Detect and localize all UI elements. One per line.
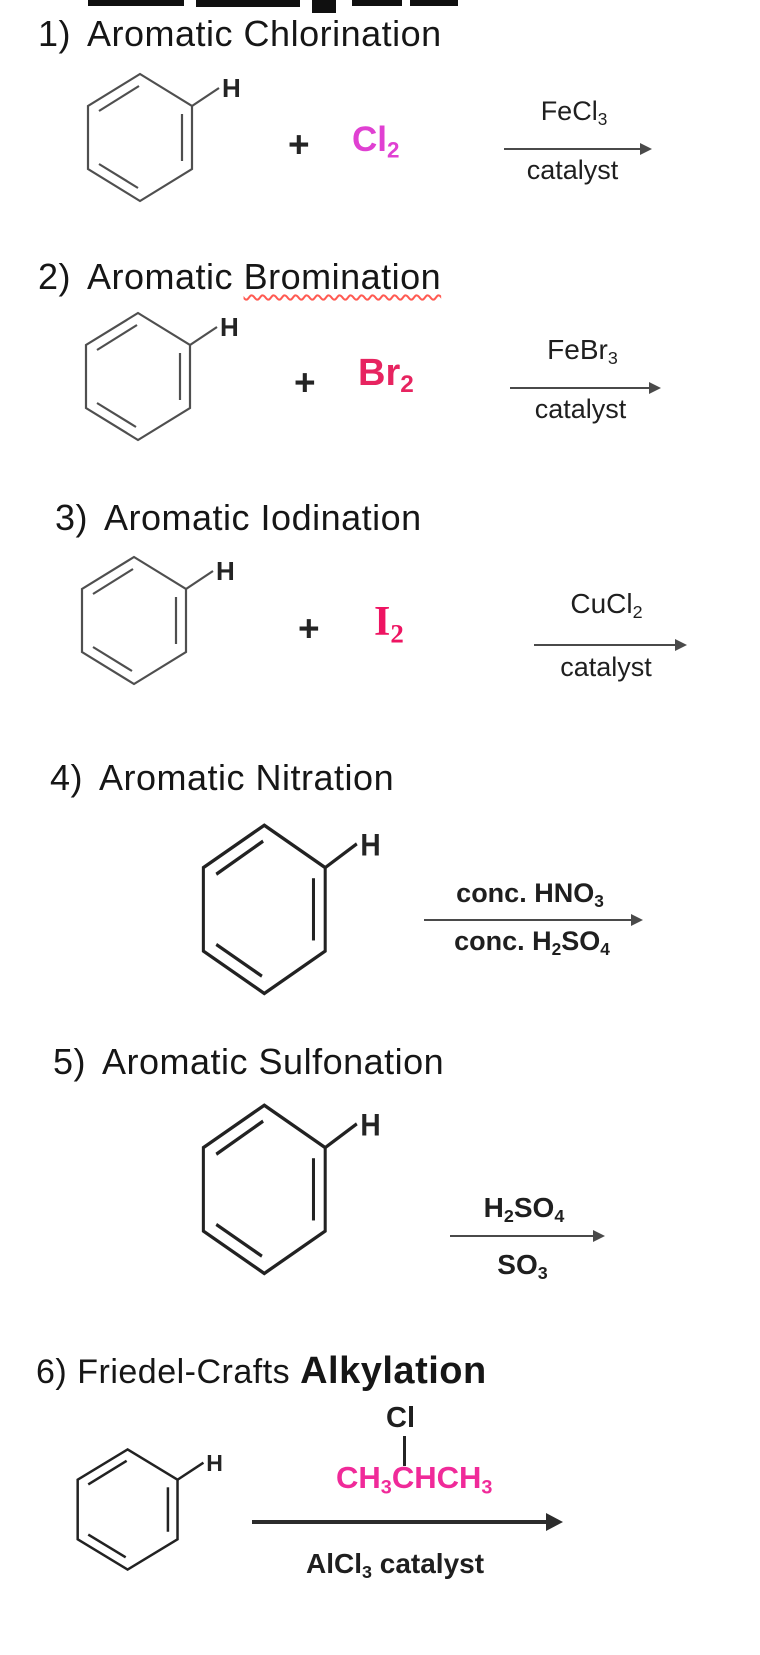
section-6-title-prefix: Friedel-Crafts <box>77 1353 301 1391</box>
benzene-hexagon <box>201 1103 327 1276</box>
cropped-text-fragment <box>410 0 458 6</box>
arrow-condition-above: CuCl2 <box>570 588 643 623</box>
reaction-arrow <box>450 1230 605 1242</box>
section-3-title-text: Aromatic Iodination <box>104 497 422 538</box>
reaction-arrow <box>252 1513 563 1531</box>
reagent-br2: Br2 <box>358 352 414 399</box>
double-bond <box>98 85 140 112</box>
reagent-i2: I2 <box>374 598 404 650</box>
double-bond <box>87 1459 128 1486</box>
reaction-arrow <box>424 914 643 926</box>
c-h-bond <box>324 1122 358 1150</box>
double-bond <box>215 839 264 876</box>
reagent-cl2-subscript: 2 <box>387 137 400 163</box>
h-substituent-label: H <box>220 312 239 342</box>
section-6-title: 6)Friedel-Crafts Alkylation <box>36 1350 487 1393</box>
reagent-i2-symbol: I <box>374 599 391 645</box>
section-2-title-misspelled-word: Bromination <box>243 256 442 297</box>
arrow-condition-below: AlCl3 catalyst <box>306 1548 485 1583</box>
section-1-title: 1) Aromatic Chlorination <box>38 13 442 55</box>
section-6-number: 6) <box>36 1353 68 1391</box>
c-h-bond <box>191 87 220 107</box>
arrow-condition-below: conc. H2SO4 <box>454 926 610 959</box>
double-bond <box>98 163 139 189</box>
benzene-ring-structure: H <box>86 72 241 203</box>
h-substituent-label: H <box>360 828 380 863</box>
cropped-text-fragment <box>88 0 184 6</box>
benzene-hexagon <box>86 72 194 203</box>
benzene-hexagon <box>76 1448 179 1572</box>
double-bond <box>92 646 133 672</box>
arrow-condition-below: catalyst <box>526 155 619 185</box>
arrow-condition-above: H2SO4 <box>483 1192 565 1227</box>
cropped-text-fragment <box>352 0 402 6</box>
c-h-bond <box>324 842 358 870</box>
section-2-title-prefix: Aromatic <box>87 256 244 297</box>
double-bond <box>215 1119 264 1156</box>
arrow-condition-above: FeCl3 <box>540 96 608 129</box>
reagent-br2-subscript: 2 <box>400 370 414 398</box>
arrow-condition-above: conc. HNO3 <box>456 878 604 911</box>
reagent-cl2: Cl2 <box>352 120 399 163</box>
benzene-ring-structure: H <box>84 311 239 442</box>
reagent-br2-symbol: Br <box>358 352 401 394</box>
section-1-number: 1) <box>38 13 72 54</box>
h-substituent-label: H <box>222 73 241 103</box>
c-h-bond <box>176 1461 205 1481</box>
c-cl-bond <box>403 1436 406 1466</box>
cropped-text-fragment <box>312 0 336 13</box>
arrow-condition-above: FeBr3 <box>547 334 618 369</box>
section-3-number: 3) <box>55 497 89 538</box>
section-1-title-text: Aromatic Chlorination <box>87 13 442 54</box>
benzene-ring-structure: H <box>201 823 381 996</box>
h-substituent-label: H <box>216 556 235 586</box>
c-h-bond <box>185 570 214 590</box>
double-bond <box>96 324 138 351</box>
section-4-title-text: Aromatic Nitration <box>99 757 395 798</box>
benzene-hexagon <box>84 311 192 442</box>
plus-sign: + <box>298 608 320 649</box>
double-bond <box>96 402 137 428</box>
section-2-number: 2) <box>38 256 72 297</box>
arrow-condition-below: catalyst <box>560 652 652 682</box>
reagent-i2-subscript: 2 <box>390 618 404 649</box>
cropped-text-fragment <box>196 0 300 7</box>
section-6-title-bold: Alkylation <box>300 1350 487 1392</box>
double-bond <box>87 1533 127 1559</box>
reagent-alkyl-chloride: CH3CHCH3 <box>336 1460 493 1499</box>
benzene-hexagon <box>201 823 327 996</box>
alkyl-chloride-cl-label: Cl <box>386 1402 415 1434</box>
double-bond <box>215 942 263 978</box>
arrow-condition-below: SO3 <box>497 1249 548 1284</box>
benzene-ring-structure: H <box>201 1103 381 1276</box>
section-4-number: 4) <box>50 757 84 798</box>
reaction-arrow <box>510 382 661 394</box>
benzene-ring-structure: H <box>76 1448 223 1572</box>
h-substituent-label: H <box>206 1450 223 1476</box>
section-5-number: 5) <box>53 1041 87 1082</box>
section-3-title: 3) Aromatic Iodination <box>55 497 422 539</box>
section-5-title: 5) Aromatic Sulfonation <box>53 1041 444 1083</box>
section-5-title-text: Aromatic Sulfonation <box>102 1041 445 1082</box>
double-bond <box>215 1222 263 1258</box>
benzene-hexagon <box>80 555 188 686</box>
plus-sign: + <box>294 362 316 403</box>
section-4-title: 4) Aromatic Nitration <box>50 757 394 799</box>
arrow-condition-below: catalyst <box>534 394 627 424</box>
plus-sign: + <box>288 124 310 165</box>
reaction-arrow <box>534 639 687 651</box>
reaction-arrow <box>504 143 652 155</box>
benzene-ring-structure: H <box>80 555 235 686</box>
c-h-bond <box>189 326 218 346</box>
h-substituent-label: H <box>360 1108 380 1143</box>
double-bond <box>92 568 134 595</box>
section-2-title: 2) Aromatic Bromination <box>38 256 441 298</box>
reagent-cl2-symbol: Cl <box>352 120 387 159</box>
